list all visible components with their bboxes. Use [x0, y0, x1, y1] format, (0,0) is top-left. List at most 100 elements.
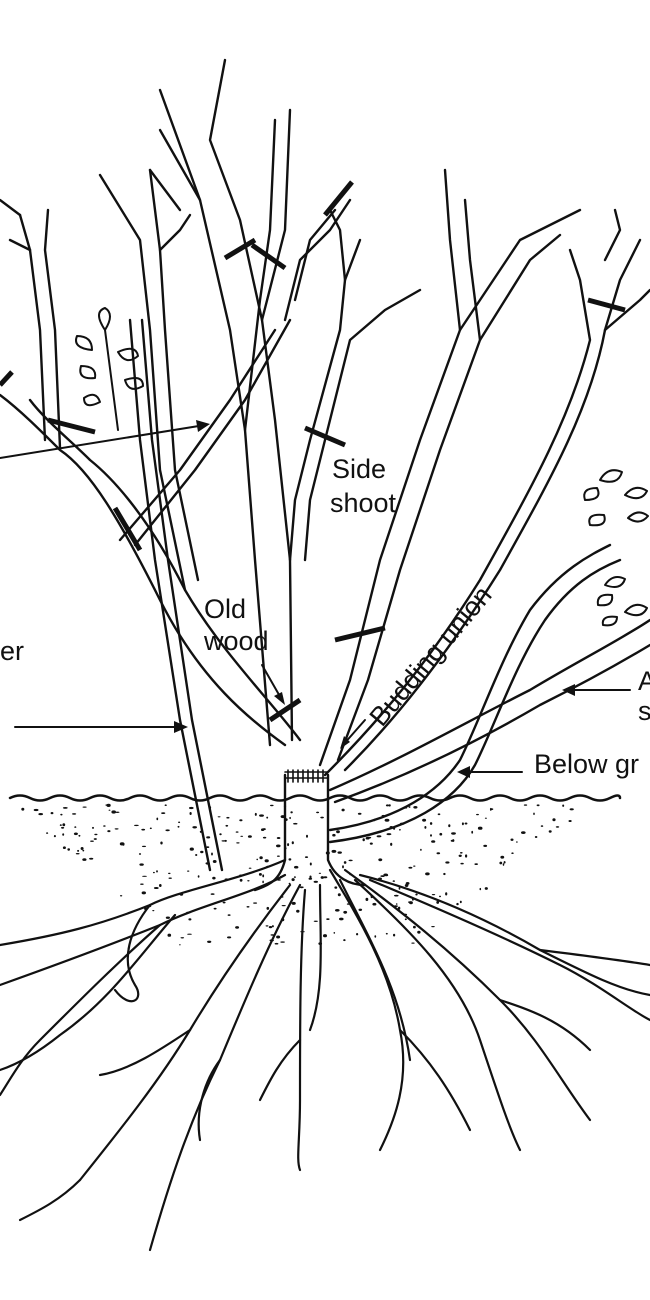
soil-speckle: [306, 834, 308, 838]
soil-speckle: [224, 839, 227, 842]
soil-speckle: [75, 853, 80, 855]
soil-speckle: [332, 833, 336, 837]
soil-speckle: [153, 887, 159, 889]
soil-speckle: [562, 804, 565, 807]
soil-speckle: [271, 925, 274, 928]
soil-speckle: [422, 818, 427, 822]
labels: Side shoot Old wood Budding union Below …: [0, 454, 650, 779]
soil-speckle: [139, 863, 144, 866]
soil-speckle: [212, 860, 217, 863]
cut-mark: [112, 506, 143, 552]
soil-speckle: [316, 811, 320, 814]
soil-speckle: [227, 914, 231, 916]
soil-speckle: [376, 835, 382, 838]
soil-speckle: [115, 811, 120, 813]
soil-speckle: [222, 901, 226, 904]
soil-speckle: [239, 819, 243, 822]
soil-speckle: [408, 901, 413, 903]
soil-speckle: [206, 846, 210, 848]
soil-speckle: [195, 854, 198, 856]
soil-speckle: [227, 936, 232, 939]
soil-speckle: [503, 861, 506, 864]
soil-speckle: [189, 806, 194, 810]
soil-speckle: [533, 812, 535, 816]
soil-speckle: [490, 807, 492, 811]
soil-speckle: [239, 878, 243, 882]
soil-speckle: [262, 874, 265, 878]
cut-mark: [334, 625, 386, 643]
soil-speckle: [343, 939, 346, 942]
soil-speckle: [430, 834, 432, 837]
soil-speckle: [82, 858, 87, 861]
soil-speckle: [235, 831, 239, 833]
cut-mark: [47, 417, 96, 435]
right-partial-label-a: A: [638, 666, 650, 696]
sucker-stem: [128, 318, 212, 872]
soil-speckle: [106, 803, 111, 808]
soil-speckle: [78, 834, 81, 837]
soil-speckle: [474, 863, 479, 865]
soil-speckle: [404, 918, 407, 921]
soil-speckle: [178, 821, 181, 824]
soil-speckle: [309, 862, 312, 866]
soil-speckle: [235, 926, 240, 929]
soil-speckle: [326, 918, 330, 920]
soil-speckle: [210, 893, 215, 895]
soil-speckle: [21, 807, 25, 811]
soil-speckle: [62, 823, 66, 827]
soil-speckle: [262, 880, 264, 884]
soil-speckle: [413, 925, 416, 929]
right-leaves: [583, 469, 649, 627]
soil-speckle: [341, 808, 345, 812]
soil-speckle: [395, 903, 398, 905]
soil-speckle: [268, 926, 273, 929]
soil-speckle: [320, 816, 324, 819]
soil-speckle: [119, 895, 123, 897]
soil-speckle: [417, 930, 421, 934]
crown: [253, 769, 367, 892]
soil-speckle: [187, 870, 190, 872]
soil-speckle: [207, 940, 212, 943]
soil-speckle: [50, 812, 54, 815]
soil-speckle: [320, 876, 324, 879]
soil-speckle: [296, 909, 300, 913]
soil-speckle: [254, 812, 257, 816]
soil-speckle: [265, 925, 269, 927]
soil-speckle: [276, 837, 281, 839]
cut-mark: [0, 370, 14, 387]
soil-speckle: [141, 828, 146, 831]
soil-speckle: [80, 847, 84, 850]
soil-speckle: [431, 926, 435, 928]
soil-speckle: [548, 830, 552, 833]
soil-speckle: [61, 826, 65, 829]
soil-speckle: [385, 804, 390, 807]
soil-speckle: [287, 843, 290, 847]
cut-mark: [587, 297, 626, 313]
soil-speckle: [153, 871, 155, 874]
soil-speckle: [248, 867, 252, 869]
soil-speckle: [502, 863, 505, 866]
soil-speckle: [569, 808, 574, 811]
soil-speckle: [53, 835, 56, 838]
soil-speckle: [431, 840, 436, 843]
soil-speckle: [484, 817, 487, 819]
soil-speckle: [291, 901, 296, 905]
cut-mark: [304, 425, 346, 448]
soil-speckle: [280, 941, 285, 943]
soil-speckle: [72, 813, 77, 815]
soil-speckle: [437, 813, 441, 816]
soil-speckle: [161, 812, 166, 814]
soil-speckle: [177, 825, 180, 828]
soil-speckle: [555, 826, 560, 828]
pointer-arrows: [0, 420, 631, 778]
soil-speckle: [499, 861, 503, 865]
soil-speckle: [293, 822, 298, 825]
below-ground-label: Below gr: [534, 749, 639, 779]
soil-speckle: [343, 861, 347, 864]
soil-speckle: [415, 893, 418, 896]
soil-speckle: [62, 807, 68, 809]
soil-speckle: [476, 813, 479, 816]
soil-speckle: [180, 937, 185, 939]
soil-speckle: [165, 829, 170, 832]
soil-speckle: [460, 862, 464, 865]
